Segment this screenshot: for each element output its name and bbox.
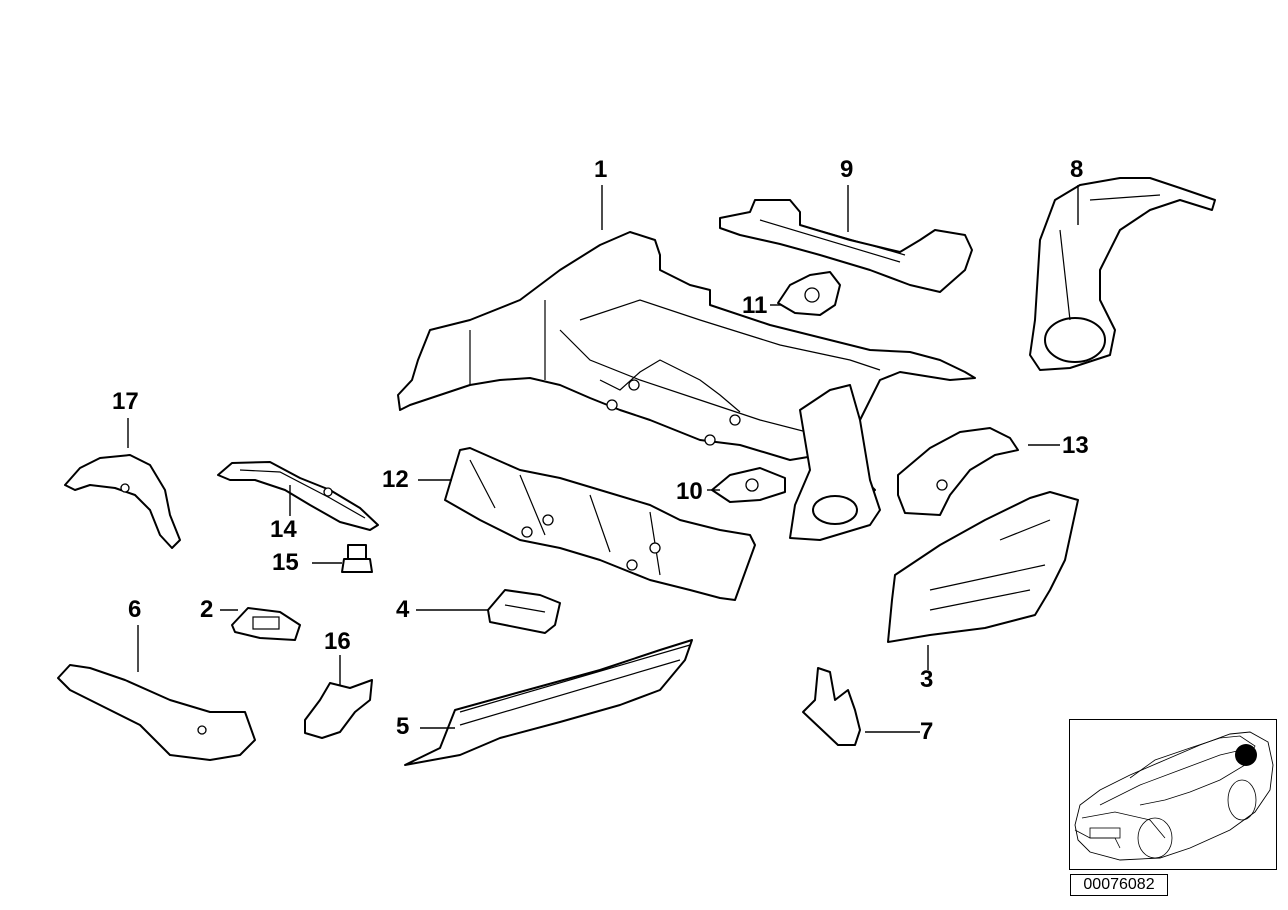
- part-7-bracket[interactable]: [802, 667, 861, 746]
- callout-15: 15: [272, 549, 299, 576]
- callout-10: 10: [676, 478, 703, 505]
- callout-7: 7: [920, 718, 934, 745]
- part-2-clip[interactable]: [231, 607, 301, 641]
- callout-3: 3: [920, 666, 934, 693]
- part-3-side-panel[interactable]: [887, 491, 1079, 643]
- part-16-bracket[interactable]: [304, 679, 373, 739]
- callout-16: 16: [324, 628, 351, 655]
- part-14-strut[interactable]: [217, 461, 379, 531]
- vehicle-location-inset: [1069, 719, 1277, 870]
- part-11-plate[interactable]: [777, 271, 841, 316]
- part-6-member[interactable]: [57, 664, 256, 761]
- callout-9: 9: [840, 156, 854, 183]
- part-4-clip[interactable]: [487, 589, 561, 634]
- callout-2: 2: [200, 596, 214, 623]
- part-5-sill[interactable]: [404, 639, 693, 766]
- car-outline-icon: [1074, 731, 1274, 861]
- part-15-bolt[interactable]: [341, 544, 373, 573]
- diagram-code: 00076082: [1070, 874, 1168, 896]
- part-12-crossmember[interactable]: [444, 447, 756, 601]
- location-marker-icon: [1235, 744, 1257, 766]
- callout-11: 11: [742, 292, 768, 319]
- callout-13: 13: [1062, 432, 1089, 459]
- callout-17: 17: [112, 388, 139, 415]
- callout-5: 5: [396, 713, 410, 740]
- callout-14: 14: [270, 516, 297, 543]
- part-10-plate[interactable]: [711, 467, 786, 503]
- leader-lines: [127, 185, 1079, 733]
- part-8-wheel-arch[interactable]: [1029, 177, 1216, 371]
- callout-6: 6: [128, 596, 142, 623]
- part-13-bracket[interactable]: [897, 427, 1019, 516]
- part-1-rear-frame[interactable]: [397, 231, 976, 541]
- part-9-rail[interactable]: [719, 199, 973, 293]
- callout-8: 8: [1070, 156, 1084, 183]
- part-17-bracket[interactable]: [64, 454, 181, 549]
- callout-12: 12: [382, 466, 409, 493]
- callout-4: 4: [396, 596, 410, 623]
- callout-1: 1: [594, 156, 608, 183]
